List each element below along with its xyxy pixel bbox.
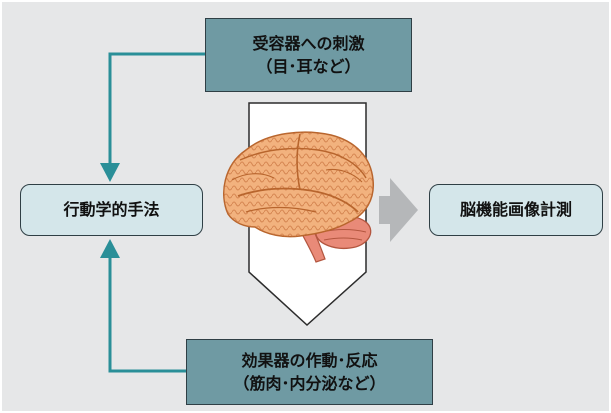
behavior-arrowhead-bottom — [100, 239, 120, 258]
brain-imaging-label: 脳機能画像計測 — [459, 200, 572, 220]
brain-icon — [223, 131, 374, 263]
effector-subtitle: （筋肉･内分泌など） — [233, 374, 386, 393]
stimulus-box: 受容器への刺激 （目･耳など） — [205, 18, 412, 92]
behavior-arrowhead-top — [100, 163, 120, 182]
behavior-method-box: 行動学的手法 — [20, 184, 203, 236]
stimulus-title: 受容器への刺激 — [252, 33, 365, 53]
gray-right-arrow — [379, 178, 418, 242]
effector-title: 効果器の作動･反応 — [241, 350, 378, 370]
effector-box: 効果器の作動･反応 （筋肉･内分泌など） — [186, 339, 433, 405]
brain-imaging-box: 脳機能画像計測 — [429, 184, 603, 236]
stimulus-subtitle: （目･耳など） — [256, 57, 361, 76]
effector-to-behavior-connector — [108, 244, 186, 373]
stimulus-to-behavior-connector — [108, 52, 205, 176]
behavior-method-label: 行動学的手法 — [63, 200, 160, 220]
